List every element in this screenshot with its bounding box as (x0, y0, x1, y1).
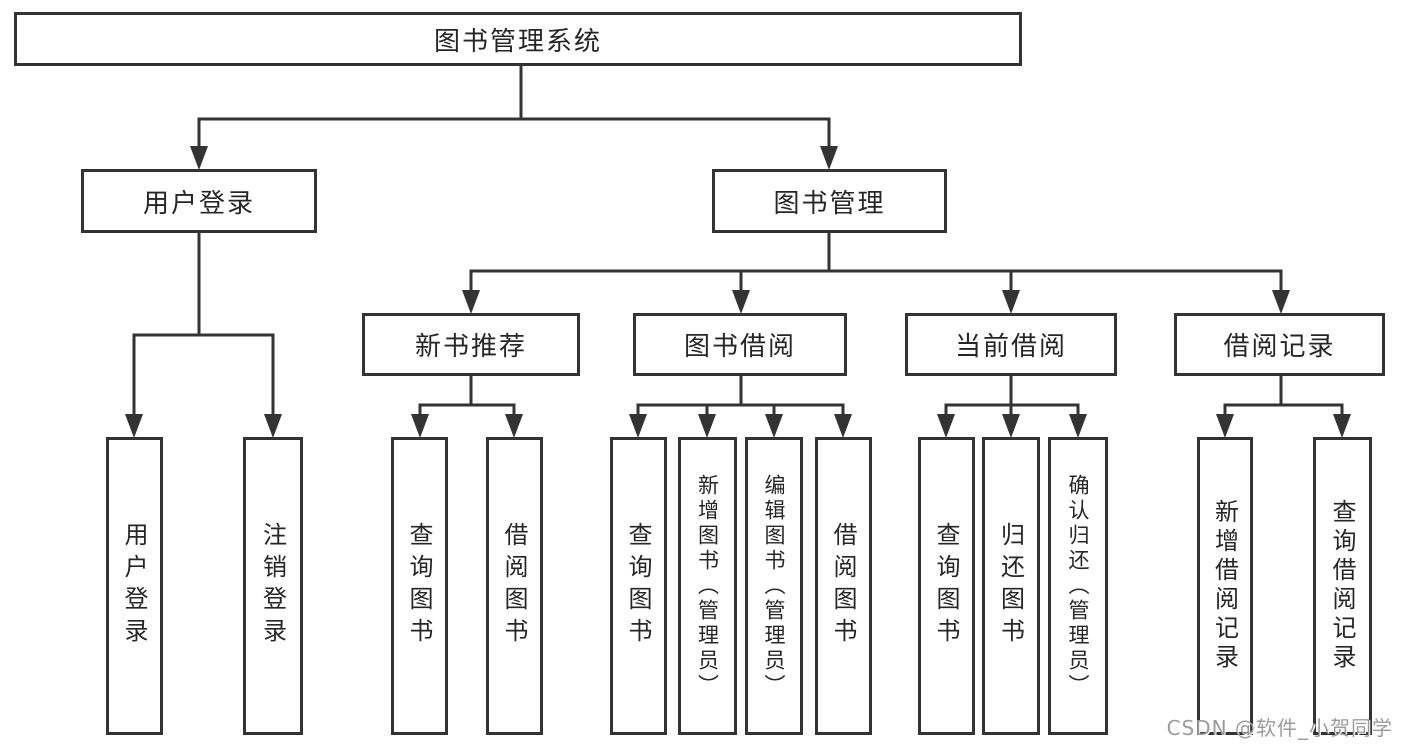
node-current-borrow-label: 当前借阅 (954, 332, 1067, 362)
watermark-text: CSDN @软件_小贺同学 (1166, 716, 1393, 740)
leaf-recommend-query-book: 查询图书 (391, 437, 448, 735)
node-root-label: 图书管理系统 (433, 26, 602, 57)
leaf-recommend-borrow-book-label: 借阅图书 (500, 522, 528, 650)
connector-current-borrow-children (944, 374, 1080, 420)
leaf-records-add-record-label: 新增借阅记录 (1210, 499, 1239, 673)
connector-book-borrow-children (636, 374, 845, 420)
leaf-borrow-edit-book-label: 编辑图书（管理员） (762, 473, 786, 699)
leaf-borrow-add-book-label: 新增图书（管理员） (695, 473, 720, 699)
leaf-logout: 注销登录 (243, 437, 303, 735)
node-book-borrow-label: 图书借阅 (683, 332, 796, 362)
leaf-borrow-borrow-book-label: 借阅图书 (829, 522, 857, 650)
node-new-book-recommend: 新书推荐 (362, 313, 580, 376)
leaf-records-add-record: 新增借阅记录 (1197, 437, 1253, 735)
leaf-borrow-query-book: 查询图书 (610, 437, 667, 735)
leaf-logout-label: 注销登录 (258, 522, 287, 650)
leaf-records-query-record-label: 查询借阅记录 (1328, 499, 1356, 673)
leaf-current-confirm-return-label: 确认归还（管理员） (1066, 473, 1090, 699)
leaf-current-confirm-return: 确认归还（管理员） (1048, 437, 1108, 735)
connector-user-login-children (132, 231, 275, 420)
leaf-recommend-borrow-book: 借阅图书 (486, 437, 543, 735)
node-book-borrow: 图书借阅 (633, 313, 847, 376)
leaf-current-query-book-label: 查询图书 (932, 522, 960, 650)
leaf-recommend-query-book-label: 查询图书 (405, 522, 433, 650)
leaf-user-login-label: 用户登录 (120, 522, 148, 650)
leaf-current-return-book: 归还图书 (982, 437, 1040, 735)
connector-borrow-records-children (1223, 374, 1344, 420)
node-new-book-recommend-label: 新书推荐 (414, 332, 527, 362)
leaf-current-query-book: 查询图书 (918, 437, 975, 735)
node-borrow-records: 借阅记录 (1174, 313, 1385, 376)
node-user-login: 用户登录 (81, 169, 317, 233)
leaf-borrow-edit-book: 编辑图书（管理员） (745, 437, 803, 735)
leaf-user-login: 用户登录 (106, 437, 163, 735)
connector-root-to-level2 (197, 64, 831, 152)
node-current-borrow: 当前借阅 (905, 313, 1117, 376)
leaf-borrow-add-book: 新增图书（管理员） (678, 437, 737, 735)
node-book-management: 图书管理 (712, 169, 947, 233)
leaf-current-return-book-label: 归还图书 (996, 522, 1025, 650)
node-root: 图书管理系统 (14, 12, 1022, 66)
node-user-login-label: 用户登录 (142, 188, 255, 219)
arrowheads (125, 146, 1351, 438)
leaf-borrow-borrow-book: 借阅图书 (815, 437, 872, 735)
connector-book-management-children (469, 231, 1283, 296)
node-borrow-records-label: 借阅记录 (1223, 332, 1336, 362)
leaf-borrow-query-book-label: 查询图书 (624, 522, 652, 650)
node-book-management-label: 图书管理 (773, 188, 886, 219)
connector-new-book-recommend-children (418, 374, 516, 420)
leaf-records-query-record: 查询借阅记录 (1313, 437, 1372, 735)
